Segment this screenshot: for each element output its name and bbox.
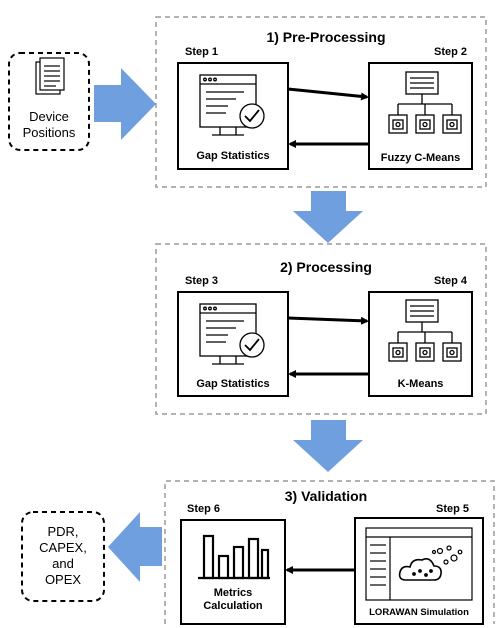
arrow-phase2-to-phase3 (293, 420, 363, 472)
step-1-label: Step 1 (185, 46, 219, 58)
device-positions-label: Device Positions (22, 109, 76, 140)
monitor-check-icon (199, 74, 265, 136)
step-3-name: Gap Statistics (196, 378, 270, 390)
phase-3-title: 3) Validation (284, 488, 368, 504)
device-positions-box (8, 52, 90, 151)
monitor-check-icon (199, 303, 265, 365)
step-3-label: Step 3 (185, 275, 219, 287)
step-6-name: Metrics Calculation (203, 587, 263, 612)
step-4-label: Step 4 (434, 275, 468, 287)
simulation-window-icon (365, 527, 473, 601)
step-4-name: K-Means (397, 378, 444, 390)
step-1-name: Gap Statistics (196, 150, 270, 162)
arrow-input-to-phase1 (94, 68, 156, 140)
arrow-phase1-to-phase2 (293, 191, 363, 243)
phase-1-title: 1) Pre-Processing (266, 29, 386, 45)
step-5-name: LORAWAN Simulation (369, 607, 469, 618)
arrow-step1-to-step2 (287, 87, 369, 101)
arrow-step3-to-step4 (287, 316, 369, 325)
bar-chart-icon (198, 534, 270, 580)
phase-2-title: 2) Processing (280, 259, 372, 275)
arrow-phase3-to-output (108, 512, 162, 582)
hierarchy-icon (388, 299, 462, 362)
phase-3-container (164, 480, 495, 624)
step-6-label: Step 6 (187, 503, 221, 515)
step-5-label: Step 5 (436, 503, 470, 515)
results-box (21, 511, 105, 602)
step-2-name: Fuzzy C-Means (380, 152, 461, 164)
phase-2-container (155, 243, 487, 415)
step-2-label: Step 2 (434, 46, 468, 58)
document-icon (35, 57, 65, 95)
results-label: PDR, CAPEX, and OPEX (39, 524, 87, 587)
hierarchy-icon (388, 71, 462, 134)
phase-1-container (155, 16, 487, 188)
